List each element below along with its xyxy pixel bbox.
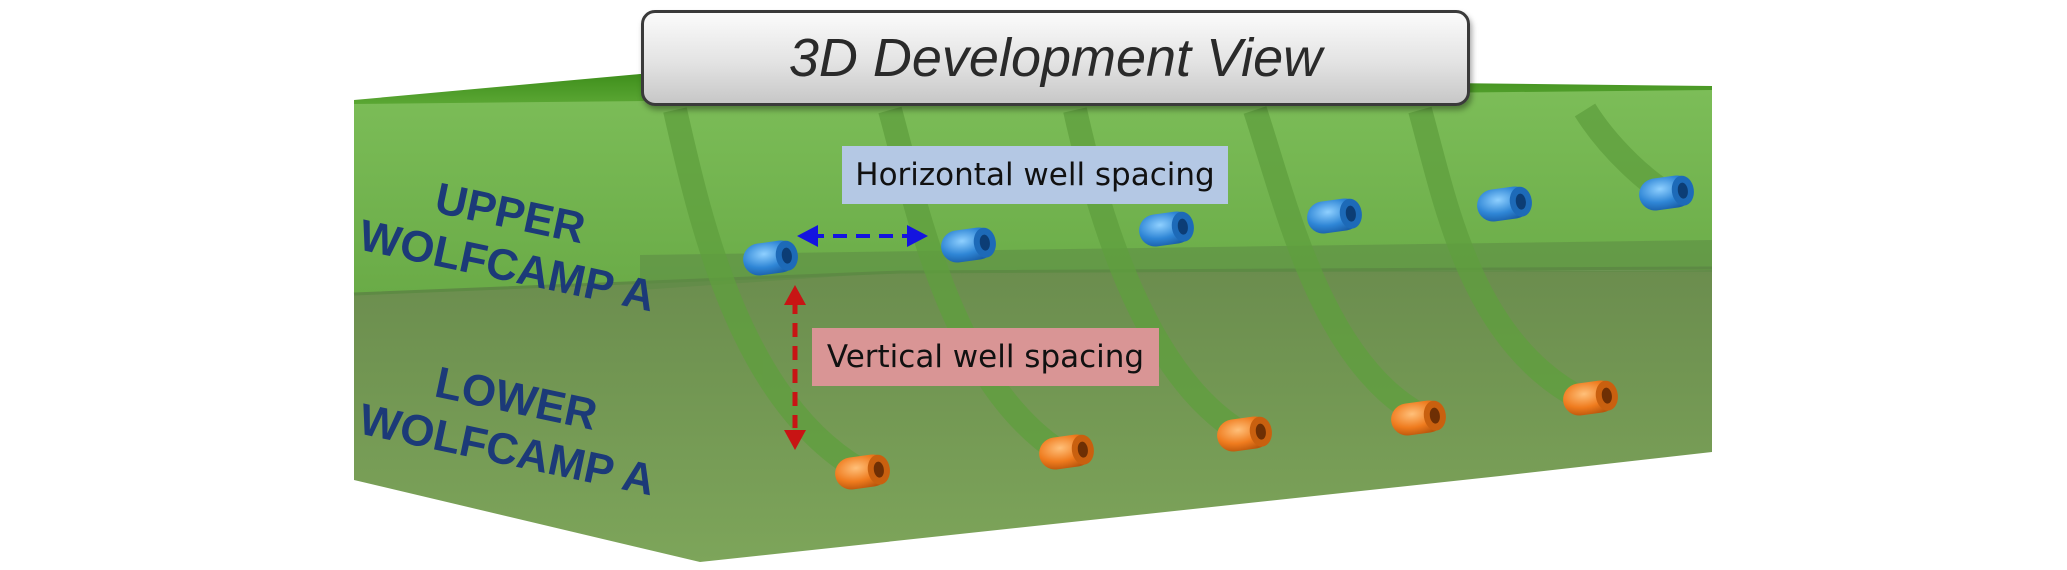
upper-well-cylinder: [1307, 198, 1362, 234]
upper-well-cylinder: [941, 227, 996, 263]
vertical-spacing-arrow: [784, 285, 806, 450]
horizontal-spacing-arrow: [797, 225, 928, 247]
interior-plane: [640, 240, 1712, 290]
vertical-spacing-label: Vertical well spacing: [812, 328, 1159, 386]
upper-well-cylinder: [1477, 186, 1532, 222]
lower-well-cylinder: [1039, 434, 1094, 470]
wellbore: [1408, 106, 1586, 409]
upper-wells: [743, 175, 1694, 276]
lower-well-cylinder: [835, 454, 890, 490]
diagram-title: 3D Development View: [641, 10, 1470, 106]
horizontal-spacing-label: Horizontal well spacing: [842, 146, 1228, 204]
upper-well-cylinder: [1139, 211, 1194, 247]
lower-wells: [835, 380, 1618, 490]
lower-well-cylinder: [1563, 380, 1618, 416]
wellbore: [663, 107, 867, 481]
lower-well-cylinder: [1217, 416, 1272, 452]
upper-well-cylinder: [1639, 175, 1694, 211]
lower-well-cylinder: [1391, 400, 1446, 436]
upper-well-cylinder: [743, 240, 798, 276]
wellbore: [1243, 106, 1427, 426]
